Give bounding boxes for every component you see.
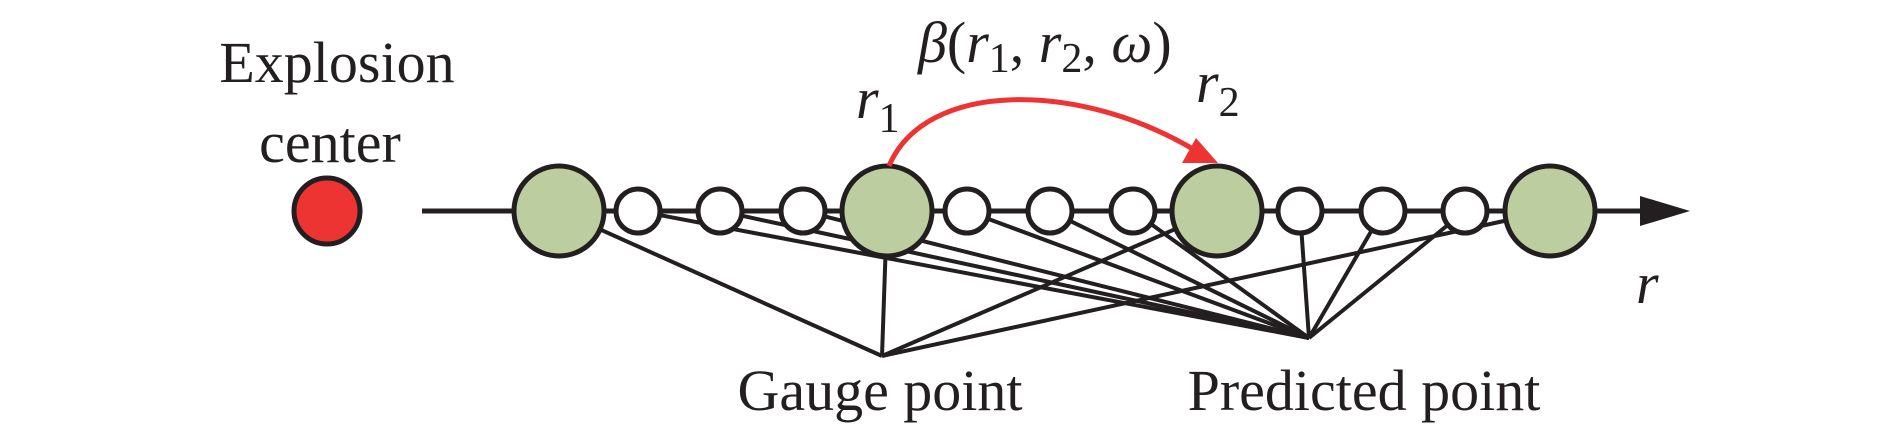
gauge-link-line bbox=[881, 226, 1179, 358]
formula-sep2: , bbox=[1082, 10, 1111, 75]
predicted-link-line bbox=[657, 212, 1310, 340]
beta-formula: β(r1, r2, ω) bbox=[917, 10, 1172, 82]
explosion-center-dot bbox=[291, 175, 363, 247]
predicted-link-line bbox=[1299, 230, 1311, 339]
predicted-node bbox=[613, 186, 663, 236]
predicted-link-line bbox=[739, 213, 1310, 340]
predicted-point-label: Predicted point bbox=[1188, 358, 1541, 423]
predicted-link-line bbox=[1307, 222, 1451, 340]
axis-r-label: r bbox=[1636, 251, 1659, 316]
connection-lines bbox=[597, 212, 1509, 358]
formula-beta: β bbox=[917, 10, 947, 75]
formula-open-paren: ( bbox=[947, 10, 966, 75]
predicted-node bbox=[1440, 186, 1490, 236]
gauge-link-line bbox=[597, 226, 883, 358]
predicted-node bbox=[942, 186, 992, 236]
r2-letter: r bbox=[1196, 50, 1219, 115]
predicted-link-line bbox=[1067, 218, 1310, 340]
explosion-label-line2: center bbox=[259, 110, 401, 175]
predicted-link-line bbox=[985, 216, 1310, 340]
gauge-link-line bbox=[881, 218, 1509, 358]
gauge-point-label: Gauge point bbox=[737, 358, 1022, 423]
explosion-label-line1: Explosion bbox=[219, 30, 454, 95]
gauge-node-r1 bbox=[839, 163, 935, 259]
formula-r2: r bbox=[1039, 10, 1062, 75]
gauge-node bbox=[1502, 163, 1598, 259]
formula-r2-sub: 2 bbox=[1061, 36, 1082, 82]
formula-r1-sub: 1 bbox=[989, 36, 1010, 82]
r1-letter: r bbox=[856, 66, 879, 131]
formula-sep1: , bbox=[1010, 10, 1039, 75]
predicted-node bbox=[1275, 186, 1325, 236]
predicted-node bbox=[695, 186, 745, 236]
r2-subscript: 2 bbox=[1219, 80, 1240, 126]
predicted-node bbox=[1108, 186, 1158, 236]
formula-close-paren: ) bbox=[1152, 10, 1171, 75]
r2-label: r2 bbox=[1196, 50, 1240, 126]
transfer-arrowhead-icon bbox=[1182, 138, 1218, 163]
gauge-node bbox=[511, 163, 607, 259]
gauge-node-r2 bbox=[1169, 163, 1265, 259]
predicted-node bbox=[778, 186, 828, 236]
r1-subscript: 1 bbox=[879, 96, 900, 142]
gauge-link-line bbox=[880, 253, 888, 357]
transfer-arc bbox=[886, 97, 1200, 167]
axis-arrowhead-icon bbox=[1640, 196, 1690, 226]
formula-r1: r bbox=[966, 10, 989, 75]
predicted-link-line bbox=[1307, 227, 1375, 340]
predicted-node bbox=[1358, 186, 1408, 236]
predicted-node bbox=[1025, 186, 1075, 236]
formula-omega: ω bbox=[1111, 10, 1152, 75]
r1-label: r1 bbox=[856, 66, 900, 142]
measurement-nodes bbox=[511, 163, 1598, 259]
